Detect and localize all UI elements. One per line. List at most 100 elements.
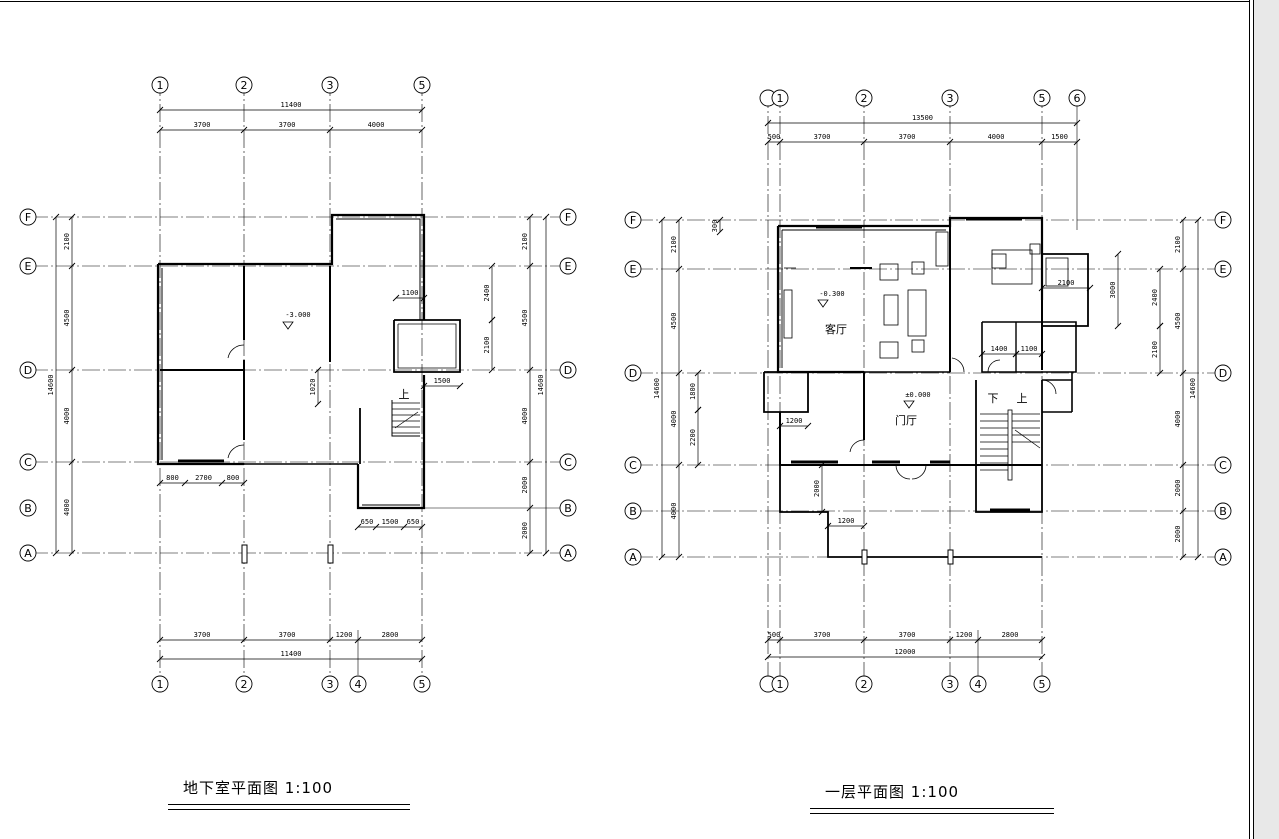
axis-4-label: 4 bbox=[355, 678, 362, 691]
row-axis-A-label: A bbox=[1219, 551, 1227, 564]
armchair bbox=[879, 263, 899, 281]
axis-4-bubble bbox=[349, 675, 367, 693]
ground-caption-underline bbox=[810, 813, 1054, 814]
axis-6-label: 6 bbox=[1074, 92, 1081, 105]
basement-plan-caption: 地下室平面图 1:100 bbox=[183, 777, 333, 798]
dim-tick bbox=[526, 213, 534, 221]
top-overall-dim-value: 13500 bbox=[912, 114, 933, 122]
dim-tick bbox=[68, 458, 76, 466]
dim-tick bbox=[1156, 265, 1164, 273]
dim-tick bbox=[1073, 119, 1081, 127]
dim-tick bbox=[240, 636, 248, 644]
dim-tick bbox=[156, 479, 164, 487]
dim-tick bbox=[418, 655, 426, 663]
bottom-segment-dim-value: 3700 bbox=[194, 631, 211, 639]
plant bbox=[911, 261, 925, 275]
dim-tick bbox=[675, 369, 683, 377]
dim-tick bbox=[1179, 507, 1187, 515]
basement-plan-scale: 1:100 bbox=[284, 779, 334, 797]
column bbox=[947, 549, 954, 565]
exterior-wall bbox=[356, 375, 426, 510]
axis-2-label: 2 bbox=[861, 92, 868, 105]
dim-tick bbox=[978, 350, 986, 358]
dim-tick bbox=[1073, 138, 1081, 146]
coffee-table bbox=[883, 294, 899, 326]
row-axis-A-bubble bbox=[19, 544, 37, 562]
detail-dim-value: 300 bbox=[711, 220, 719, 233]
dim-tick bbox=[1038, 636, 1046, 644]
plant bbox=[911, 339, 925, 353]
level-symbol bbox=[817, 299, 829, 308]
dim-tick bbox=[420, 382, 428, 390]
row-axis-B-label: B bbox=[629, 505, 637, 518]
row-axis-F-bubble bbox=[559, 208, 577, 226]
dim-tick bbox=[1012, 350, 1020, 358]
dim-tick bbox=[1156, 322, 1164, 330]
axis-2-label: 2 bbox=[241, 678, 248, 691]
row-axis-B-label: B bbox=[1219, 505, 1227, 518]
row-axis-E-label: E bbox=[1220, 263, 1227, 276]
top-segment-dim-value: 1500 bbox=[1051, 133, 1068, 141]
door-swing bbox=[1041, 379, 1057, 395]
axis-5-bubble bbox=[413, 675, 431, 693]
dim-tick bbox=[68, 549, 76, 557]
axis-1-bubble bbox=[151, 76, 169, 94]
axis-1-label: 1 bbox=[157, 79, 164, 92]
axis-1-label: 1 bbox=[777, 678, 784, 691]
row-axis-C-label: C bbox=[564, 456, 572, 469]
row-axis-F-label: F bbox=[630, 214, 636, 227]
bottom-segment-dim-value: 2800 bbox=[1002, 631, 1019, 639]
row-axis-C-bubble bbox=[624, 456, 642, 474]
dim-tick bbox=[1038, 138, 1046, 146]
row-axis-D-bubble bbox=[19, 361, 37, 379]
dim-tick bbox=[372, 523, 380, 531]
column bbox=[241, 544, 248, 564]
top-segment-dim-value: 3700 bbox=[899, 133, 916, 141]
axis-5-label: 5 bbox=[1039, 678, 1046, 691]
basement-caption-underline bbox=[168, 809, 410, 810]
bottom-overall-dim-value: 11400 bbox=[280, 650, 301, 658]
dim-tick bbox=[675, 461, 683, 469]
dim-tick bbox=[1038, 653, 1046, 661]
detail-dim-value: 1200 bbox=[786, 417, 803, 425]
dim-tick bbox=[1114, 250, 1122, 258]
right-segment-dim-value: 2000 bbox=[521, 477, 529, 494]
dim-tick bbox=[542, 549, 550, 557]
axis-2-bubble bbox=[855, 675, 873, 693]
row-axis-F-label: F bbox=[25, 211, 31, 224]
dim-tick bbox=[1038, 350, 1046, 358]
axis-4-bubble bbox=[969, 675, 987, 693]
basement-caption-underline bbox=[168, 804, 410, 805]
detail-dim-value: 1100 bbox=[1021, 345, 1038, 353]
level-symbol bbox=[282, 321, 294, 330]
dim-tick bbox=[418, 106, 426, 114]
top-segment-dim-value: 3700 bbox=[194, 121, 211, 129]
dim-tick bbox=[804, 422, 812, 430]
left-segment-dim-value: 4500 bbox=[63, 310, 71, 327]
dim-tick bbox=[354, 636, 362, 644]
dim-tick bbox=[824, 522, 832, 530]
detail-dim-value: 800 bbox=[166, 474, 179, 482]
detail-dim-value: 3000 bbox=[1109, 282, 1117, 299]
dim-tick bbox=[860, 636, 868, 644]
dim-tick bbox=[675, 216, 683, 224]
detail-dim-value: 2200 bbox=[689, 429, 697, 446]
bottom-segment-dim-value: 3700 bbox=[899, 631, 916, 639]
dim-tick bbox=[68, 213, 76, 221]
right-segment-dim-value: 4000 bbox=[1174, 411, 1182, 428]
stair-label-up: 上 bbox=[1017, 392, 1028, 405]
door-swing bbox=[951, 357, 965, 373]
right-segment-dim-value: 2000 bbox=[1174, 526, 1182, 543]
stair-handrail bbox=[1007, 409, 1013, 481]
axis-3-label: 3 bbox=[327, 79, 334, 92]
dim-tick bbox=[1179, 461, 1187, 469]
row-axis-F-bubble bbox=[19, 208, 37, 226]
top-overall-dim-value: 11400 bbox=[280, 101, 301, 109]
dim-tick bbox=[526, 504, 534, 512]
row-axis-D-label: D bbox=[629, 367, 637, 380]
detail-dim-value: 1500 bbox=[382, 518, 399, 526]
row-axis-A-bubble bbox=[559, 544, 577, 562]
row-axis-E-bubble bbox=[1214, 260, 1232, 278]
row-axis-E-label: E bbox=[25, 260, 32, 273]
